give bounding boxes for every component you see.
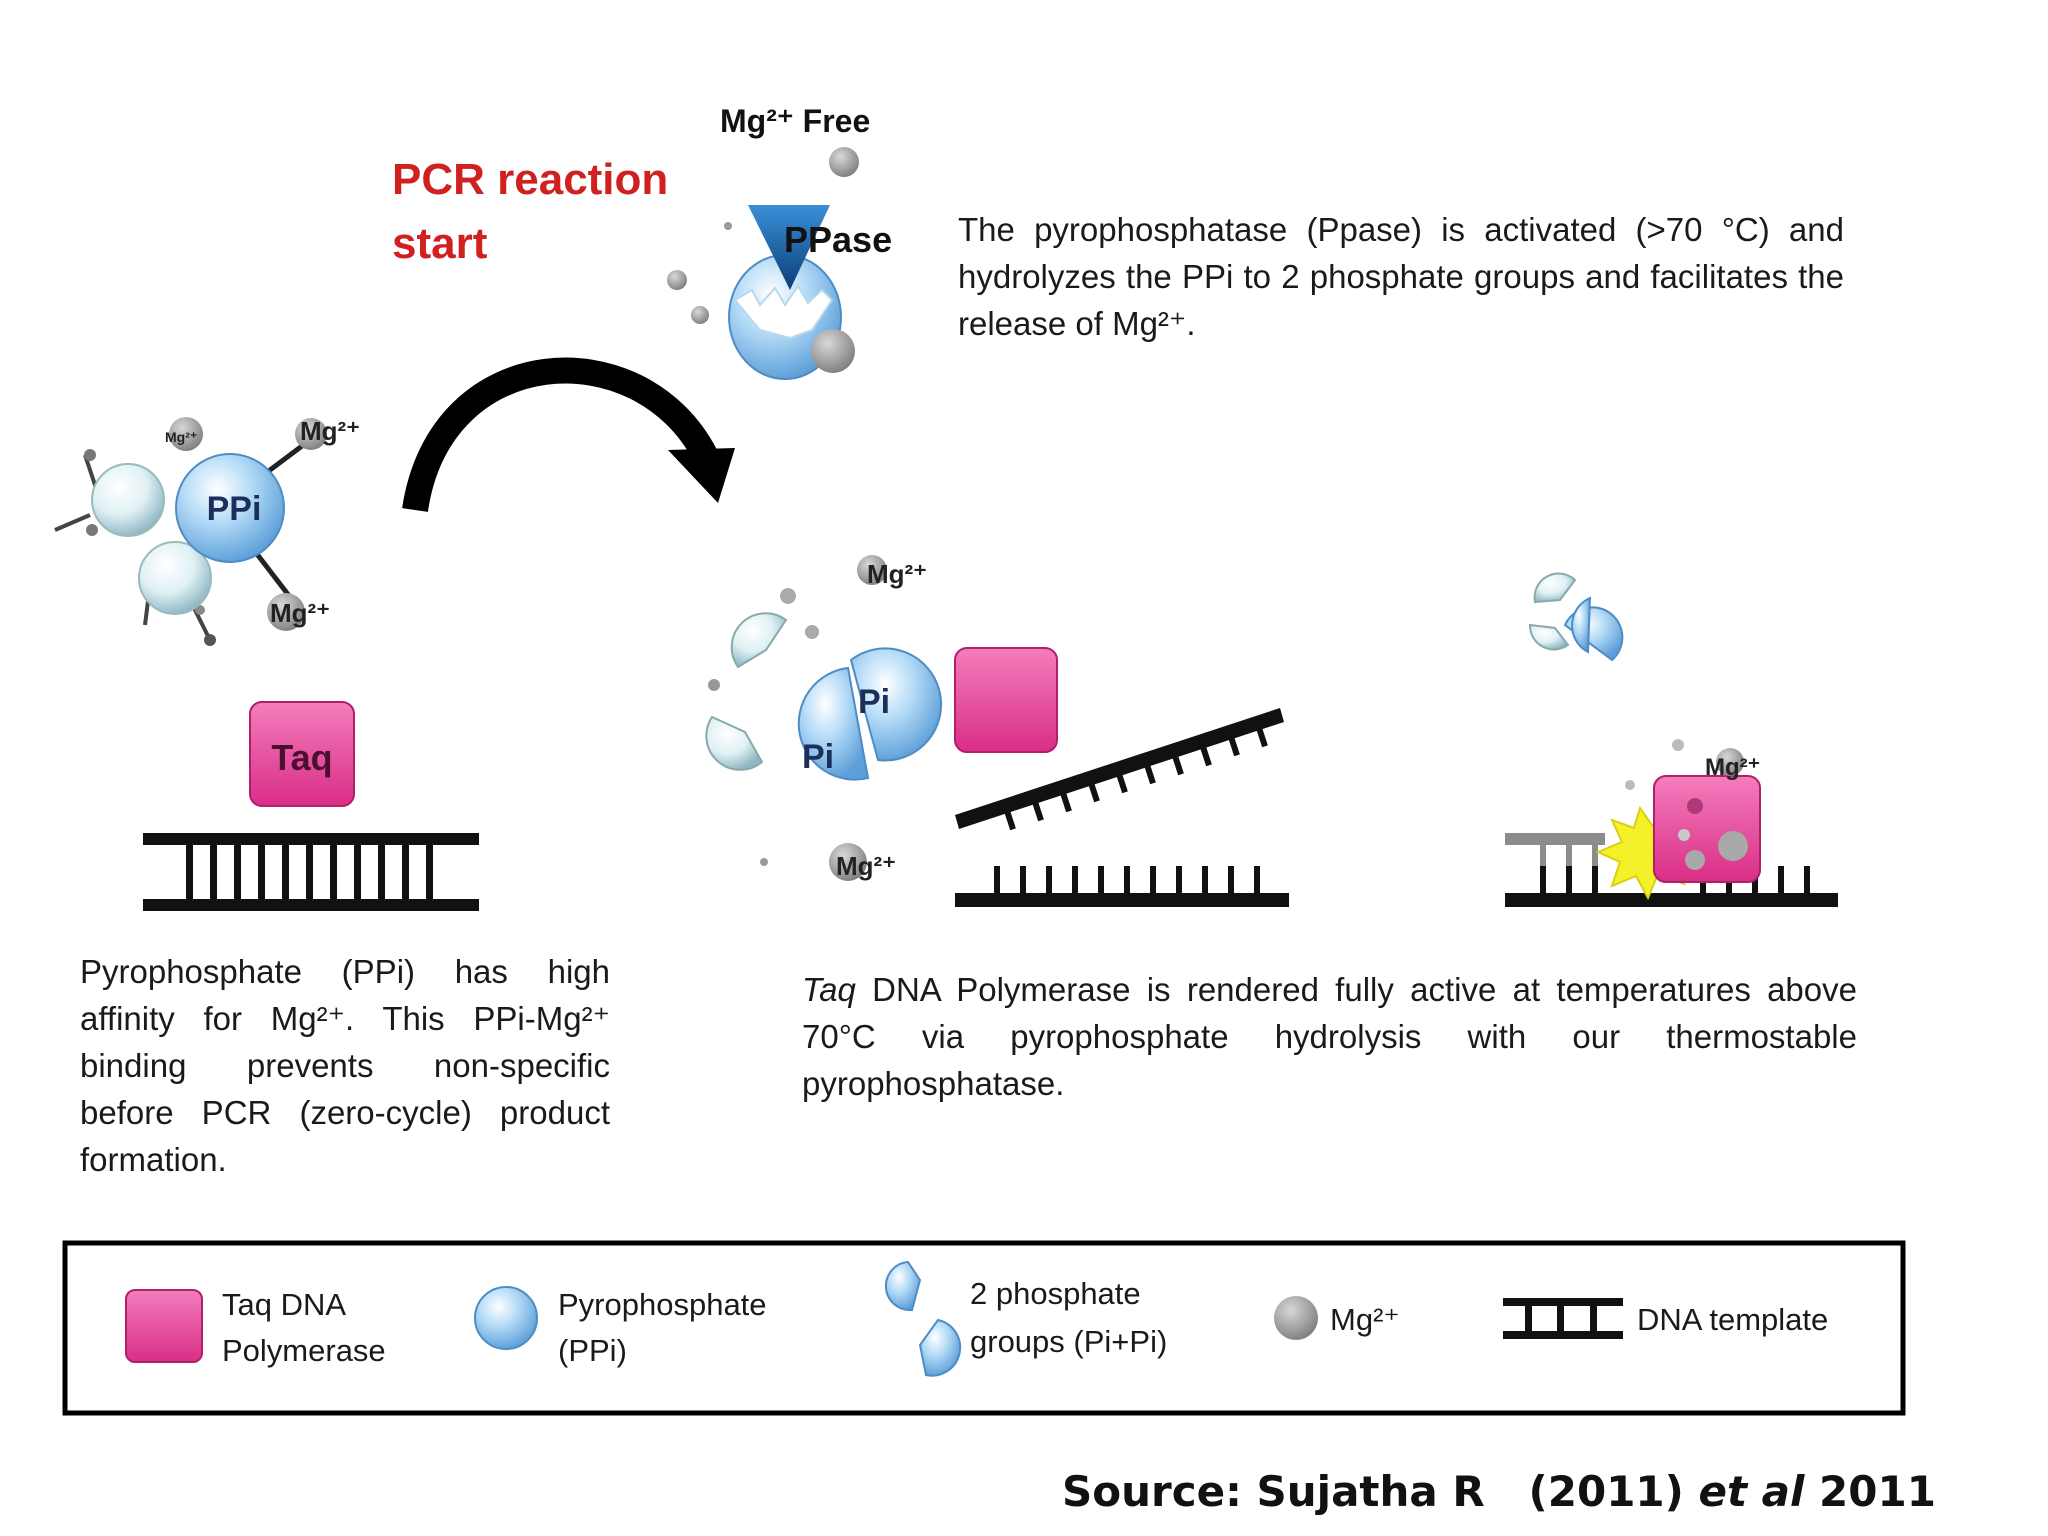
dna-extension [1505,739,1838,907]
taq-polymerase [249,701,355,807]
dna-single-strand [955,866,1289,907]
pi-label-top: Pi [858,683,890,721]
pi-half [849,647,943,762]
hydrolyzed-phosphates [705,555,943,881]
primer-strand [955,708,1284,831]
ppi-molecule [175,453,285,563]
mg-ion [295,418,327,450]
dna-template [143,833,479,911]
legend-pi-label: 2 phosphate groups (Pi+Pi) [970,1270,1167,1366]
released-phosphates [1528,572,1624,662]
legend-taq-line1: Taq DNA [222,1287,347,1322]
pcr-start-title: PCR reaction start [392,148,668,276]
pcr-start-line2: start [392,219,488,268]
legend-ppi-label: Pyrophosphate (PPi) [558,1282,767,1374]
ppi-label: PPi [207,490,262,528]
mg-ion [691,306,709,324]
mg-ion [267,593,305,631]
pi-half [797,666,870,781]
legend-taq-icon [125,1289,203,1363]
legend-pi-line2: groups (Pi+Pi) [970,1324,1168,1359]
source-etal: et al [1698,1467,1805,1516]
mg-label-mid-top: Mg²⁺ [867,559,927,589]
mg-label-small: Mg²⁺ [165,429,197,445]
legend-dna-icon [1503,1298,1623,1339]
mg-free-label: Mg²⁺ Free [720,103,870,139]
mg-label-mid-bottom: Mg²⁺ [836,851,896,881]
legend-pi-icon [884,1260,962,1377]
ppi-mg-complex [54,417,327,646]
legend-pi-line1: 2 phosphate [970,1276,1141,1311]
source-citation: Source: Sujatha R (2011) et al 2011 [1062,1466,1936,1518]
pcr-start-line1: PCR reaction [392,155,669,204]
mg-ion [829,147,859,177]
pi-label-bottom: Pi [802,738,834,776]
taq-description-rest: DNA Polymerase is rendered fully active … [802,971,1857,1102]
taq-label: Taq [271,737,332,778]
legend-mg-label: Mg²⁺ [1330,1302,1400,1337]
ppi-description: Pyrophosphate (PPi) has high affinity fo… [80,953,610,1178]
legend-taq-line2: Polymerase [222,1333,386,1368]
mg-label-lower: Mg²⁺ [270,598,330,628]
legend-ppi-icon [474,1286,538,1350]
taq-italic: Taq [802,971,856,1008]
source-suffix: 2011 [1804,1467,1936,1516]
mg-ion [667,270,687,290]
legend-mg-icon [1274,1296,1318,1340]
reaction-arrow [402,357,735,513]
legend-ppi-line2: (PPi) [558,1333,627,1368]
taq-polymerase [954,647,1058,753]
ppase-description: The pyrophosphatase (Ppase) is activated… [958,211,1844,342]
mg-ion [829,843,867,881]
mg-label-upper: Mg²⁺ [300,416,360,446]
taq-description: Taq DNA Polymerase is rendered fully act… [802,966,1857,1107]
source-prefix: Source: Sujatha R (2011) [1062,1467,1699,1516]
ppase-label: PPase [784,219,892,260]
legend-dna-label: DNA template [1637,1302,1829,1337]
legend-taq-label: Taq DNA Polymerase [222,1282,386,1374]
mg-label-right: Mg²⁺ [1705,754,1760,781]
legend-ppi-line1: Pyrophosphate [558,1287,767,1322]
mg-ion [1716,748,1744,776]
ppase-enzyme [667,147,859,380]
mg-ion [857,555,887,585]
taq-polymerase [1653,775,1761,883]
mg-ion [811,329,855,373]
mg-ion [169,417,203,451]
